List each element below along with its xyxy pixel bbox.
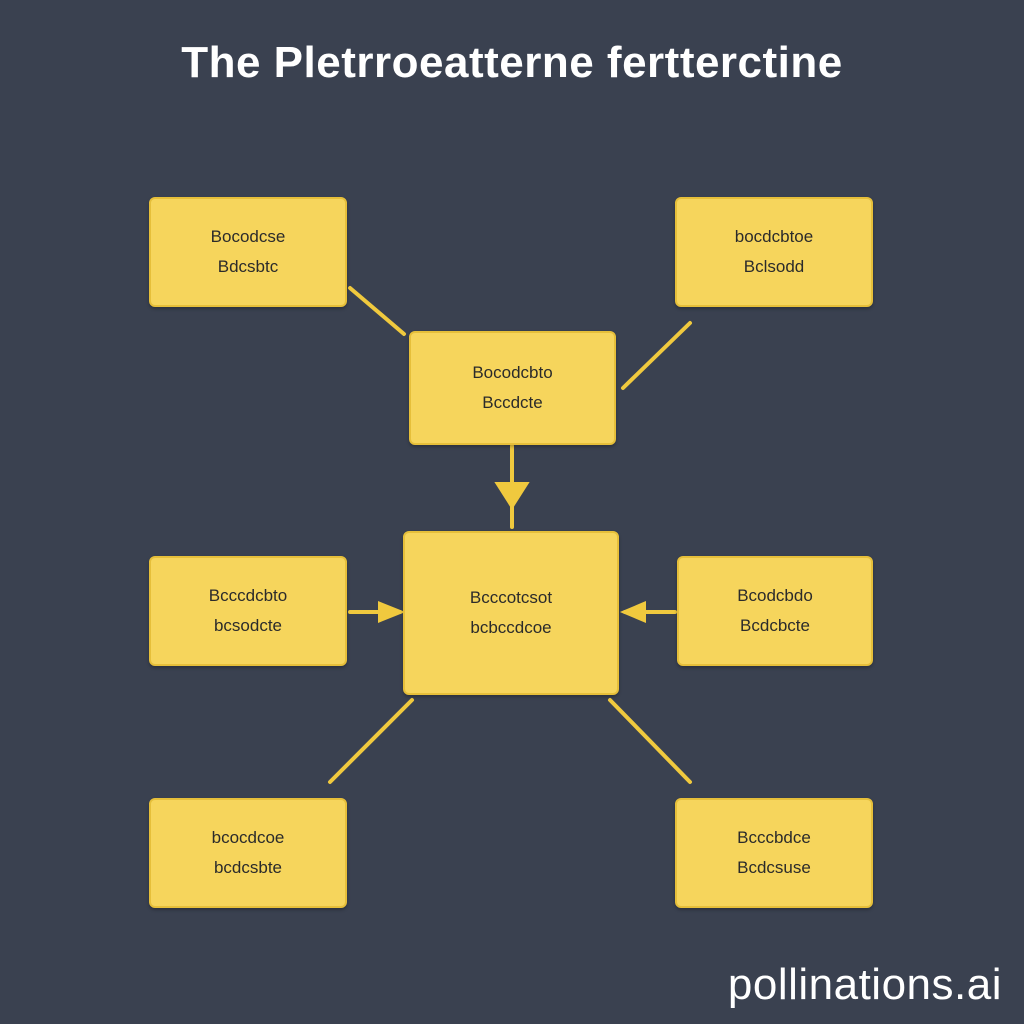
node-top-right-line-2: Bclsodd	[743, 257, 805, 276]
node-bottom-left-line-1: bcocdcoe	[211, 828, 285, 847]
node-middle-right: Bcodcbdo Bcdcbcte	[677, 556, 873, 666]
node-middle-left-line-1: Bcccdcbto	[208, 586, 288, 605]
node-upper-center-line-1: Bocodcbto	[472, 363, 553, 382]
connector-center-to-bottom-right	[608, 698, 692, 784]
node-center-line-1: Bcccotcsot	[469, 588, 553, 607]
node-top-left: Bocodcse Bdcsbtc	[149, 197, 347, 307]
node-center-line-2: bcbccdcoe	[470, 618, 552, 637]
node-center: Bcccotcsot bcbccdcoe	[403, 531, 619, 695]
watermark-text: pollinations.ai	[727, 960, 1002, 1009]
connector-top-right-to-upper-center	[621, 321, 692, 390]
node-bottom-right-line-1: Bcccbdce	[737, 828, 811, 847]
node-upper-center-line-2: Bccdcte	[482, 393, 543, 412]
node-bottom-right: Bcccbdce Bcdcsuse	[675, 798, 873, 908]
node-bottom-left: bcocdcoe bcdcsbte	[149, 798, 347, 908]
arrowhead-upper-center-to-center	[494, 482, 530, 510]
node-top-left-line-2: Bdcsbtc	[217, 257, 279, 276]
node-top-right-line-1: bocdcbtoe	[734, 227, 814, 246]
arrowhead-middle-left-to-center	[378, 601, 406, 623]
connector-center-to-bottom-left	[328, 698, 414, 784]
arrowhead-middle-right-to-center	[619, 600, 646, 624]
connector-top-left-to-upper-center	[348, 286, 406, 336]
node-bottom-right-line-2: Bcdcsuse	[737, 858, 811, 877]
node-middle-right-line-2: Bcdcbcte	[740, 616, 810, 635]
node-top-left-line-1: Bocodcse	[210, 227, 286, 246]
node-top-right: bocdcbtoe Bclsodd	[675, 197, 873, 307]
node-middle-right-line-1: Bcodcbdo	[737, 586, 813, 605]
node-bottom-left-line-2: bcdcsbte	[213, 858, 283, 877]
node-upper-center: Bocodcbto Bccdcte	[409, 331, 616, 445]
node-middle-left-line-2: bcsodcte	[213, 616, 283, 635]
diagram-title: The Pletrroeatterne fertterctine	[181, 38, 843, 87]
node-middle-left: Bcccdcbto bcsodcte	[149, 556, 347, 666]
